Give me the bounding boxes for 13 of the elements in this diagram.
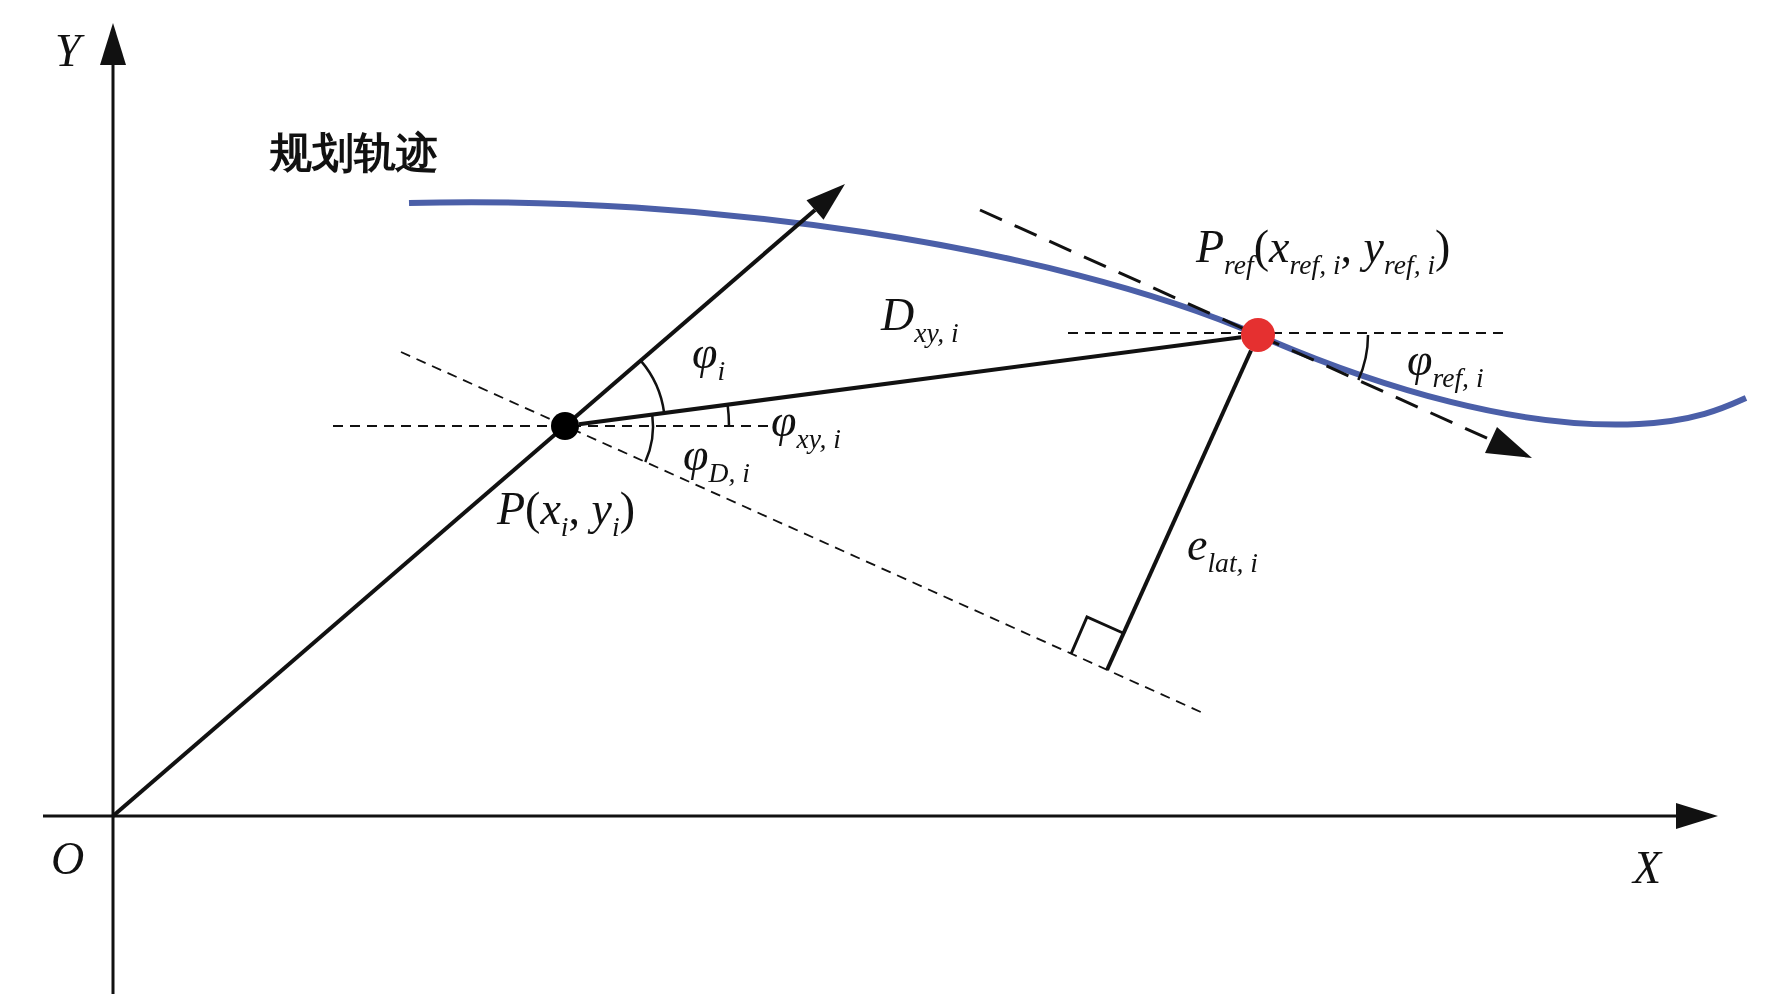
connector-line [1105, 349, 1253, 671]
math-label: O [51, 836, 85, 882]
math-label: φ$_{xy, i}$ [771, 398, 841, 453]
math-label: φ$_{i}$ [692, 330, 726, 385]
connector-line [578, 335, 1242, 427]
point-label: P(x$_{i}$, y$_{i}$) [497, 486, 635, 541]
math-label: φ$_{D, i}$ [683, 432, 750, 487]
math-label: X [1633, 845, 1662, 891]
point-label: P$_{ref}$(x$_{ref, i}$, y$_{ref, i}$) [1196, 224, 1451, 279]
curve-label: 规划轨迹 [270, 132, 438, 174]
math-label: φ$_{ref, i}$ [1407, 337, 1484, 392]
edge-label: e$_{lat, i}$ [1187, 522, 1258, 577]
edge-label: D$_{xy, i}$ [881, 292, 959, 347]
